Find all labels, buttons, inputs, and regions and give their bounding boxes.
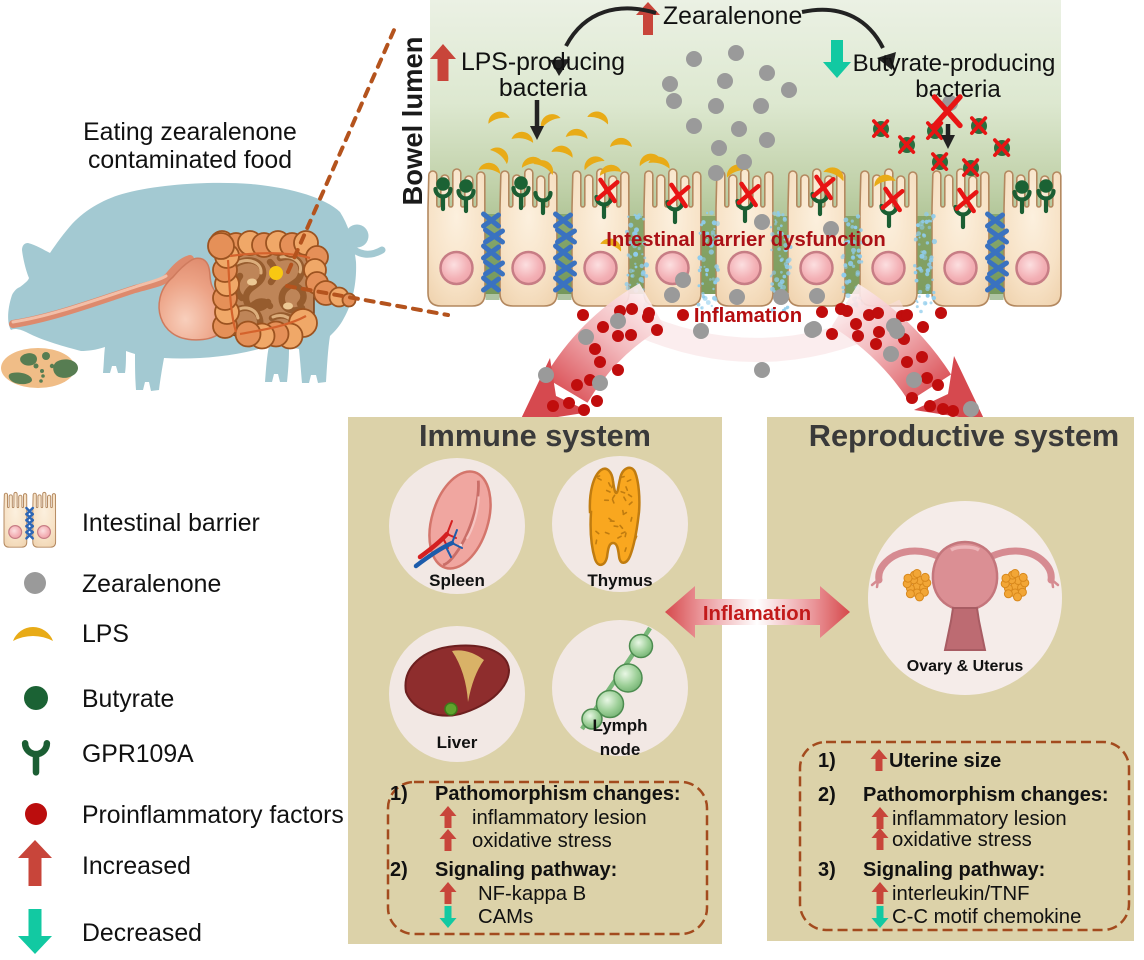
svg-text:inflammatory lesion: inflammatory lesion (892, 808, 1067, 830)
svg-text:Spleen: Spleen (429, 571, 485, 590)
svg-text:C-C motif chemokine: C-C motif chemokine (892, 906, 1081, 928)
svg-text:LPS: LPS (82, 621, 129, 648)
svg-text:1): 1) (390, 783, 408, 805)
svg-text:Pathomorphism changes:: Pathomorphism changes: (435, 783, 681, 805)
svg-text:Inflamation: Inflamation (694, 305, 802, 327)
svg-text:Zearalenone: Zearalenone (663, 3, 802, 30)
svg-text:Immune system: Immune system (419, 418, 651, 453)
svg-text:Zearalenone: Zearalenone (82, 571, 221, 598)
svg-text:Butyrate-producing: Butyrate-producing (853, 50, 1056, 77)
svg-text:Butyrate: Butyrate (82, 686, 174, 713)
svg-text:Intestinal barrier: Intestinal barrier (82, 510, 260, 537)
svg-text:contaminated food: contaminated food (88, 147, 292, 174)
svg-text:3): 3) (818, 859, 836, 881)
svg-text:inflammatory lesion: inflammatory lesion (472, 807, 647, 829)
svg-text:oxidative stress: oxidative stress (892, 829, 1032, 851)
svg-text:Intestinal barrier dysfunction: Intestinal barrier dysfunction (606, 229, 885, 251)
svg-text:Thymus: Thymus (587, 571, 652, 590)
svg-text:node: node (600, 740, 641, 759)
svg-text:Liver: Liver (437, 733, 478, 752)
svg-text:Proinflammatory factors: Proinflammatory factors (82, 802, 344, 829)
svg-text:oxidative stress: oxidative stress (472, 830, 612, 852)
svg-text:GPR109A: GPR109A (82, 741, 194, 768)
svg-text:2): 2) (818, 784, 836, 806)
svg-text:CAMs: CAMs (478, 906, 533, 928)
svg-text:Increased: Increased (82, 853, 191, 880)
svg-text:Uterine size: Uterine size (889, 750, 1001, 772)
svg-text:Ovary & Uterus: Ovary & Uterus (907, 658, 1024, 675)
svg-text:LPS-producing: LPS-producing (461, 49, 625, 76)
svg-text:bacteria: bacteria (499, 75, 587, 102)
svg-text:Bowel lumen: Bowel lumen (397, 37, 428, 206)
svg-text:NF-kappa B: NF-kappa B (478, 883, 586, 905)
svg-text:2): 2) (390, 859, 408, 881)
svg-text:Eating zearalenone: Eating zearalenone (83, 119, 297, 146)
svg-text:Reproductive system: Reproductive system (809, 418, 1119, 453)
svg-text:Pathomorphism changes:: Pathomorphism changes: (863, 784, 1109, 806)
svg-text:Inflamation: Inflamation (703, 603, 811, 625)
svg-text:Signaling pathway:: Signaling pathway: (435, 859, 617, 881)
svg-text:interleukin/TNF: interleukin/TNF (892, 883, 1030, 905)
svg-text:Decreased: Decreased (82, 920, 202, 947)
svg-text:Signaling pathway:: Signaling pathway: (863, 859, 1045, 881)
svg-text:Lymph: Lymph (592, 716, 647, 735)
svg-text:1): 1) (818, 750, 836, 772)
